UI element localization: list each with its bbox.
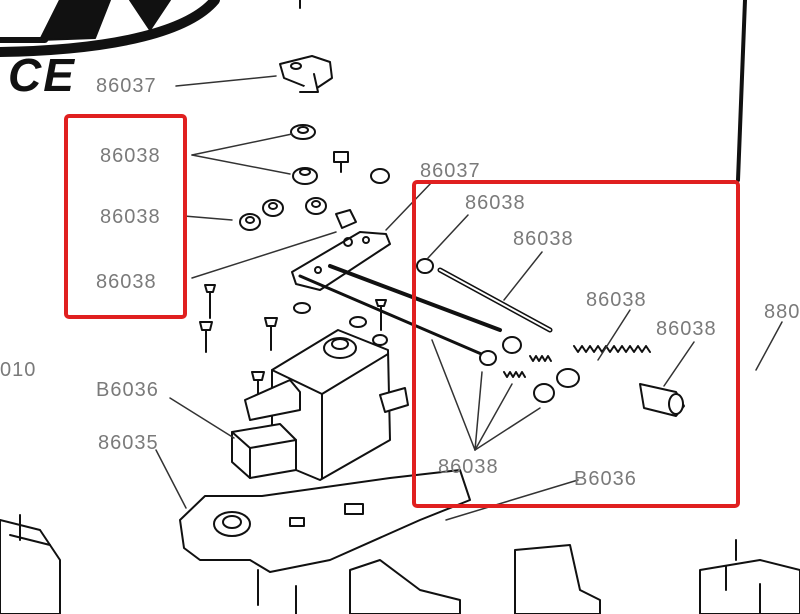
part-label-86038: 86038	[656, 318, 717, 340]
servo-arm	[291, 231, 391, 291]
part-label-86038: 86038	[438, 456, 499, 478]
highlight-box-left	[64, 114, 187, 319]
part-label-86036: B6036	[574, 468, 637, 490]
part-label-86038: 86038	[513, 228, 574, 250]
chassis-plate	[0, 469, 800, 614]
logo-swoosh	[0, 0, 220, 57]
part-label-86038: 86038	[96, 271, 157, 293]
part-label-86038: 86038	[100, 206, 161, 228]
bushing-parts	[239, 124, 390, 231]
bellcrank-part	[279, 55, 333, 93]
part-label-86035: 86035	[98, 432, 159, 454]
part-label-86038: 86038	[586, 289, 647, 311]
servo-body	[244, 329, 409, 481]
logo-fragment: CE	[8, 49, 76, 101]
frame-line	[736, 0, 747, 182]
servo-mount-block	[231, 423, 297, 479]
linkage-rods	[298, 258, 685, 417]
part-label-partial: 010	[0, 359, 37, 381]
part-label-86037: 86037	[420, 160, 481, 182]
highlight-box-right	[412, 180, 740, 508]
part-label-partial: 880	[764, 301, 800, 323]
part-label-86038: 86038	[100, 145, 161, 167]
part-label-86037: 86037	[96, 75, 157, 97]
leader-lines	[155, 75, 783, 521]
springs	[503, 345, 651, 378]
part-label-86038: 86038	[465, 192, 526, 214]
part-label-86036: B6036	[96, 379, 159, 401]
